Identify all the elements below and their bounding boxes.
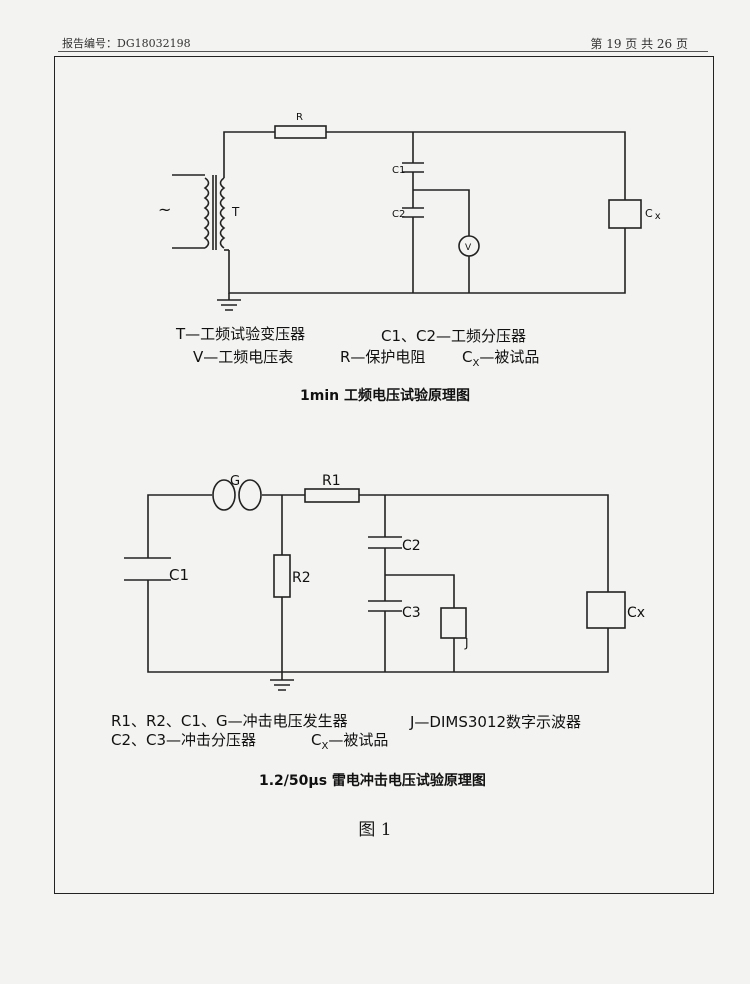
legend-1-divider: C1、C2—工频分压器 bbox=[381, 327, 527, 345]
legend-2-cx-sub: X bbox=[321, 741, 329, 752]
oscilloscope-j bbox=[440, 607, 467, 639]
cap-c1-label: C1 bbox=[392, 165, 405, 176]
legend-1-cx-letter: C bbox=[462, 348, 473, 366]
header-rule bbox=[58, 51, 708, 52]
voltmeter bbox=[458, 235, 480, 257]
cap-c1-label-2: C1 bbox=[169, 566, 189, 584]
figure-label: 图 1 bbox=[358, 820, 392, 840]
caption-2: 1.2/50μs 雷电冲击电压试验原理图 bbox=[259, 773, 486, 789]
ground-symbol-1 bbox=[217, 293, 241, 311]
diagram-2-circuit: C1 G R1 R2 C2 C3 J Cx bbox=[124, 473, 645, 691]
resistor-r2 bbox=[273, 554, 291, 598]
cap-c2-label-2: C2 bbox=[402, 538, 421, 554]
transformer-secondary-coil bbox=[219, 177, 226, 249]
figure-frame bbox=[54, 56, 714, 894]
test-object-label-2: Cx bbox=[627, 605, 645, 621]
voltmeter-label: V bbox=[465, 243, 472, 253]
legend-1-cx-sub: X bbox=[472, 358, 480, 369]
legend-2-generator: R1、R2、C1、G—冲击电压发生器 bbox=[111, 712, 348, 730]
test-object-cx bbox=[608, 199, 642, 229]
legend-2-test-object: CX—被试品 bbox=[311, 729, 388, 752]
transformer-primary-coil bbox=[203, 177, 210, 249]
legend-2-oscilloscope: J—DIMS3012数字示波器 bbox=[410, 713, 582, 731]
cap-c2-label: C2 bbox=[392, 209, 405, 220]
legend-1-voltmeter: V—工频电压表 bbox=[193, 348, 294, 366]
spark-gap-label: G bbox=[230, 474, 240, 489]
spark-gap-right bbox=[238, 479, 262, 511]
caption-1: 1min 工频电压试验原理图 bbox=[300, 388, 470, 404]
spark-gap-left bbox=[212, 479, 236, 511]
legend-2-cx-text: —被试品 bbox=[328, 731, 389, 749]
test-object-label: C bbox=[645, 207, 653, 220]
cap-c3-label: C3 bbox=[402, 605, 421, 621]
legend-1-cx-text: —被试品 bbox=[479, 348, 540, 366]
oscilloscope-label: J bbox=[464, 636, 469, 650]
legend-1-resistor: R—保护电阻 bbox=[340, 348, 426, 366]
legend-1-test-object: CX—被试品 bbox=[462, 346, 539, 369]
transformer-label: T bbox=[231, 205, 240, 219]
resistor-r bbox=[274, 125, 327, 139]
legend-1-transformer: T—工频试验变压器 bbox=[176, 325, 306, 343]
ground-symbol-2 bbox=[270, 672, 294, 691]
resistor-r2-label: R2 bbox=[292, 570, 311, 586]
test-object-subscript: x bbox=[655, 211, 661, 222]
resistor-r1-label: R1 bbox=[322, 473, 341, 489]
svg-text:Cx: Cx bbox=[645, 207, 661, 222]
legend-2-divider: C2、C3—冲击分压器 bbox=[111, 731, 257, 749]
resistor-r-label: R bbox=[296, 112, 303, 123]
legend-2-cx-letter: C bbox=[311, 731, 322, 749]
report-number: 报告编号：DG18032198 bbox=[62, 37, 191, 50]
resistor-r1 bbox=[304, 488, 360, 503]
ac-source-label: ~ bbox=[158, 200, 171, 219]
page-info: 第 19 页 共 26 页 bbox=[590, 37, 688, 51]
test-object-cx-2 bbox=[586, 591, 626, 629]
